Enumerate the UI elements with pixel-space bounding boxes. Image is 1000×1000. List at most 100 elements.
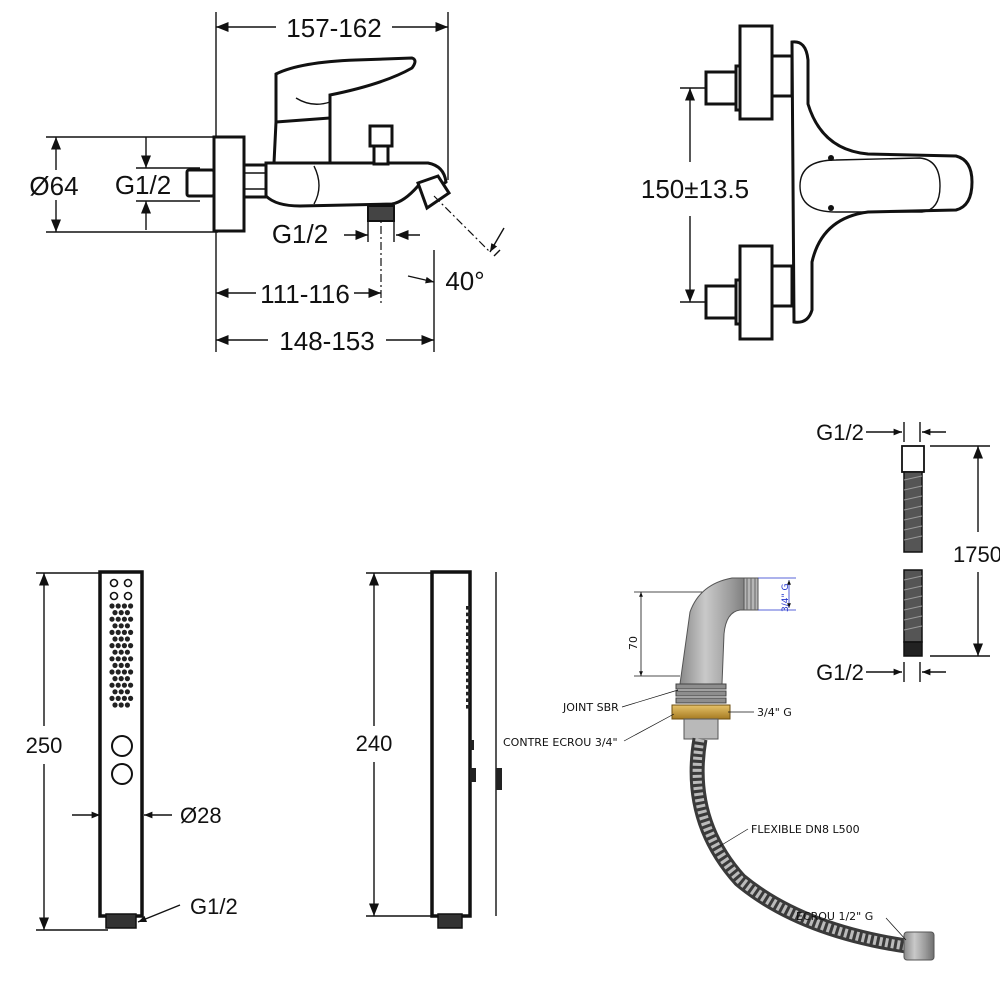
hand-shower-front-view: 250 Ø28 G1/2 bbox=[26, 570, 238, 931]
nozzle-dot bbox=[115, 695, 121, 702]
nozzle-dot bbox=[118, 702, 124, 708]
nozzle-dot bbox=[124, 689, 130, 695]
side-nozzle-mark bbox=[466, 619, 470, 623]
side-nozzle-mark bbox=[466, 691, 470, 696]
side-nozzle-mark bbox=[466, 685, 470, 689]
side-nozzle-mark bbox=[466, 652, 470, 656]
nozzle-dot bbox=[112, 662, 118, 669]
nozzle-dot bbox=[124, 676, 130, 682]
nozzle-dot bbox=[121, 616, 127, 622]
nozzle-dot bbox=[128, 695, 134, 702]
nozzle-dot bbox=[115, 643, 121, 649]
end-nut-label: ECROU 1/2" G bbox=[796, 910, 873, 923]
nut-thread-label: 3/4" G bbox=[757, 706, 792, 719]
nozzle-dot bbox=[115, 682, 121, 688]
hand-shower-diameter-label: Ø28 bbox=[180, 803, 222, 828]
nozzle-dot bbox=[121, 656, 127, 662]
nozzle-dot bbox=[112, 636, 118, 642]
body-diameter-label: Ø64 bbox=[29, 171, 78, 201]
mixer-side-view: 157-162 Ø64 G1/2 G1/2 bbox=[29, 12, 505, 356]
side-nozzle-mark bbox=[466, 625, 470, 630]
spout-distance-label: 148-153 bbox=[279, 326, 374, 356]
nozzle-dot bbox=[128, 629, 134, 636]
hose-bottom-thread-label: G1/2 bbox=[816, 660, 864, 685]
side-nozzle-mark bbox=[466, 678, 470, 683]
nozzle-dot bbox=[115, 669, 121, 675]
mixer-top-view: 150±13.5 bbox=[641, 24, 974, 341]
nozzle-dot bbox=[128, 603, 134, 609]
nozzle-dot bbox=[109, 616, 115, 622]
nozzle-dot bbox=[115, 656, 121, 662]
nozzle-dot bbox=[124, 649, 130, 655]
nozzle-dot bbox=[118, 676, 124, 682]
side-nozzle-mark bbox=[466, 639, 470, 643]
nozzle-dot bbox=[124, 636, 130, 642]
nozzle-dot bbox=[124, 610, 130, 616]
side-nozzle-mark bbox=[466, 612, 470, 617]
nozzle-dot bbox=[124, 662, 130, 669]
nozzle-dot bbox=[112, 702, 118, 708]
side-nozzle-mark bbox=[466, 606, 470, 610]
nozzle-dot bbox=[121, 669, 127, 675]
nozzle-dot bbox=[109, 656, 115, 662]
nozzle-dot bbox=[128, 669, 134, 675]
hand-shower-side-length-label: 240 bbox=[356, 731, 393, 756]
nozzle-dot bbox=[115, 616, 121, 622]
side-nozzle-mark bbox=[466, 672, 470, 676]
nozzle-dot bbox=[128, 643, 134, 649]
nozzle-dot bbox=[112, 623, 118, 629]
side-nozzle-mark bbox=[466, 658, 470, 663]
nozzle-dot bbox=[128, 682, 134, 688]
nozzle-dot bbox=[118, 649, 124, 655]
outlet-thread-label: G1/2 bbox=[272, 219, 328, 249]
nozzle-dot bbox=[109, 643, 115, 649]
nozzle-dot bbox=[115, 629, 121, 636]
nozzle-dot bbox=[118, 662, 124, 669]
nozzle-dot bbox=[118, 689, 124, 695]
side-nozzle-mark bbox=[466, 665, 470, 669]
nozzle-dot bbox=[109, 629, 115, 636]
nozzle-dot bbox=[112, 676, 118, 682]
lock-nut-label: CONTRE ECROU 3/4" bbox=[503, 736, 618, 749]
nozzle-dot bbox=[124, 623, 130, 629]
nozzle-dot bbox=[112, 689, 118, 695]
inlet-spacing-label: 150±13.5 bbox=[641, 174, 749, 204]
side-nozzle-mark bbox=[466, 632, 470, 636]
bath-outlet-kit-view: 70 3/4" G JOINT SBR CONTRE ECROU 3/4" 3/… bbox=[503, 577, 935, 961]
kit-height-label: 70 bbox=[627, 636, 640, 650]
nozzle-dot bbox=[128, 616, 134, 622]
inlet-thread-label: G1/2 bbox=[115, 170, 171, 200]
outlet-axis-distance-label: 111-116 bbox=[260, 279, 350, 309]
nozzle-dot bbox=[109, 682, 115, 688]
nozzle-dot bbox=[121, 643, 127, 649]
nozzle-dot bbox=[118, 610, 124, 616]
kit-top-thread-label: 3/4" G bbox=[781, 584, 791, 612]
nozzle-dot bbox=[112, 610, 118, 616]
nozzle-dot bbox=[112, 649, 118, 655]
nozzle-dot bbox=[121, 603, 127, 609]
spout-angle-label: 40° bbox=[445, 266, 484, 296]
nozzle-dot bbox=[124, 702, 130, 708]
overall-width-label: 157-162 bbox=[286, 13, 381, 43]
nozzle-dot bbox=[128, 656, 134, 662]
hose-top-thread-label: G1/2 bbox=[816, 420, 864, 445]
hose-length-label: 1750 bbox=[953, 542, 1000, 567]
side-nozzle-mark bbox=[466, 698, 470, 702]
shower-hose-view: G1/2 1750 G1/2 bbox=[816, 420, 1000, 685]
hand-shower-thread-label: G1/2 bbox=[190, 894, 238, 919]
hand-shower-length-label: 250 bbox=[26, 733, 63, 758]
nozzle-dot bbox=[109, 603, 115, 609]
nozzle-dot bbox=[115, 603, 121, 609]
nozzle-dot bbox=[109, 695, 115, 702]
nozzle-dot bbox=[121, 695, 127, 702]
side-nozzle-mark bbox=[466, 645, 470, 650]
nozzle-dot bbox=[121, 629, 127, 636]
side-nozzle-mark bbox=[466, 705, 470, 709]
nozzle-dot bbox=[118, 623, 124, 629]
flexible-label: FLEXIBLE DN8 L500 bbox=[751, 823, 860, 836]
nozzle-dot bbox=[118, 636, 124, 642]
nozzle-dot bbox=[121, 682, 127, 688]
hand-shower-side-view: 240 bbox=[356, 570, 502, 929]
seal-label: JOINT SBR bbox=[562, 701, 619, 714]
